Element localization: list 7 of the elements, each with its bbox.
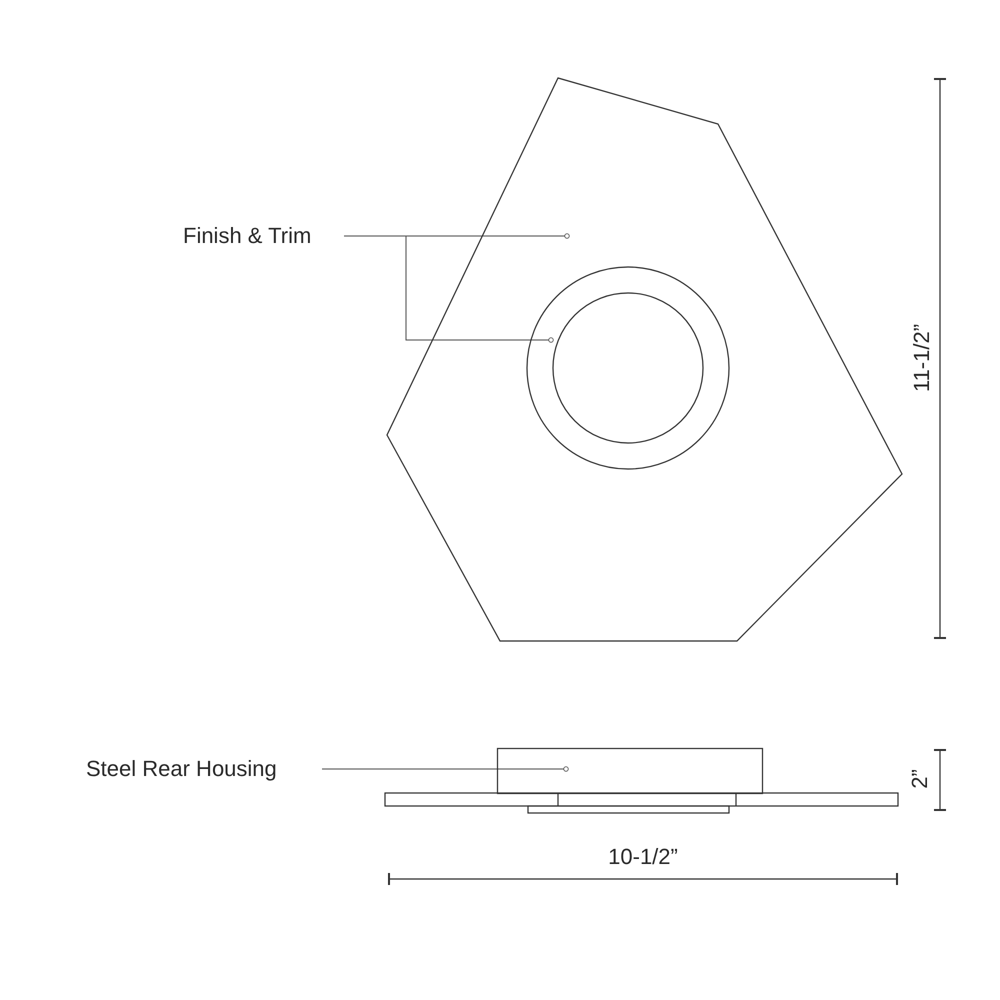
- dimension-label: 10-1/2”: [608, 844, 678, 870]
- leader-line: [344, 236, 554, 343]
- leader-line: [322, 766, 569, 772]
- callout-label: Finish & Trim: [183, 223, 312, 249]
- dimension-label: 11-1/2”: [909, 324, 935, 392]
- callout-label: Steel Rear Housing: [86, 756, 277, 782]
- dimension-label: 2”: [907, 769, 933, 789]
